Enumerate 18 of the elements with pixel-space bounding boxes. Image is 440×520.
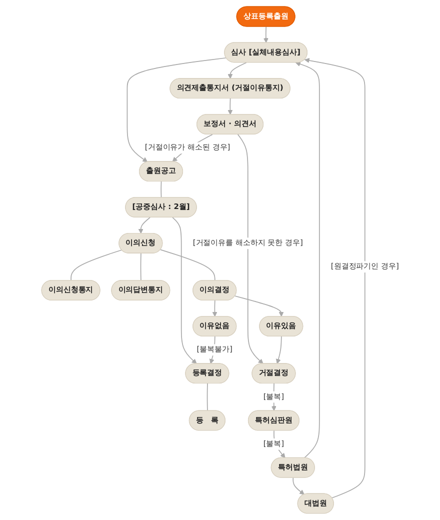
connector	[206, 383, 208, 412]
connector	[160, 249, 216, 282]
arrow	[227, 98, 232, 115]
connector	[160, 181, 162, 198]
connector	[70, 250, 122, 282]
arrow	[234, 296, 284, 317]
arrow	[304, 58, 366, 498]
arrow	[138, 217, 150, 234]
arrow	[276, 336, 282, 364]
arrow	[237, 134, 264, 364]
arrow	[227, 62, 247, 79]
arrow	[212, 300, 218, 317]
arrow	[292, 477, 304, 495]
arrow	[172, 217, 197, 364]
connector	[140, 252, 142, 282]
arrow	[295, 62, 320, 458]
arrow	[263, 26, 268, 44]
arrow	[271, 383, 276, 412]
